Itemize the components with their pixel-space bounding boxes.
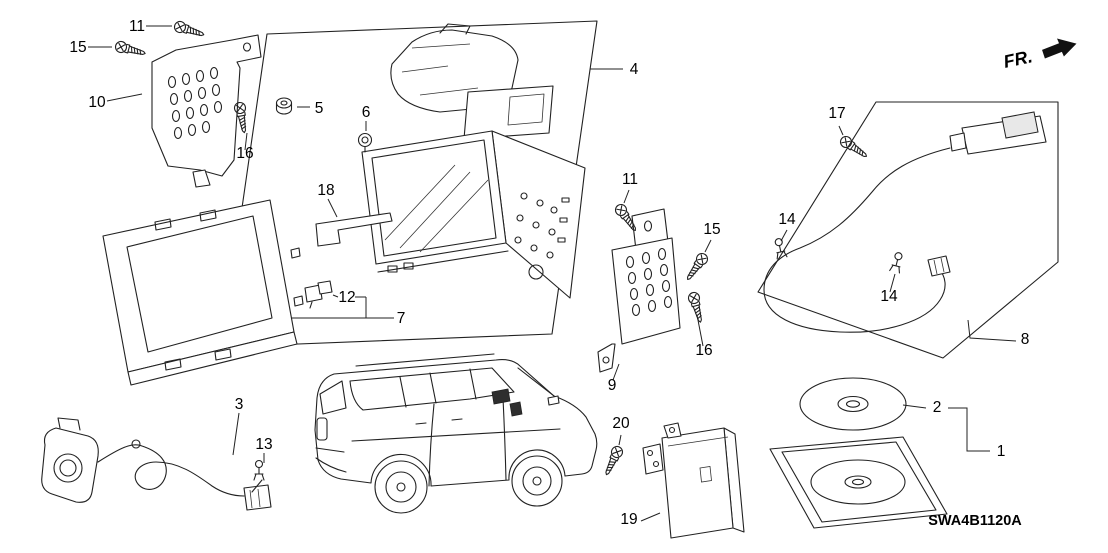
bracket-18 [315, 212, 393, 247]
grommet-6-icon [357, 132, 373, 153]
callout-8: 8 [1021, 331, 1030, 348]
fr-direction-indicator: FR. [1002, 38, 1077, 72]
fr-arrow-icon [1042, 38, 1077, 59]
callout-20: 20 [612, 415, 630, 432]
disc-case [769, 436, 948, 529]
callout-9: 9 [608, 377, 617, 394]
callout-5: 5 [315, 100, 324, 117]
callout-18: 18 [317, 182, 334, 199]
bolt-11-left-icon [172, 19, 207, 41]
callout-3: 3 [235, 396, 244, 413]
callout-16-right: 16 [695, 342, 712, 359]
callout-2: 2 [933, 399, 942, 416]
rear-camera-assembly [41, 417, 272, 511]
callout-6: 6 [362, 104, 371, 121]
callout-13: 13 [255, 436, 272, 453]
callout-11-right: 11 [622, 171, 638, 188]
screw-15-left-icon [113, 39, 148, 60]
diagram-code: SWA4B1120A [928, 513, 1022, 529]
screw-16-right-icon [686, 290, 707, 325]
display-bezel [102, 199, 304, 386]
callout-17: 17 [828, 105, 845, 122]
callout-11-left: 11 [129, 18, 145, 35]
nut-5-icon [275, 97, 293, 115]
connector-12 [304, 280, 333, 309]
callout-15-right: 15 [703, 221, 720, 238]
screw-15-right-icon [682, 250, 711, 284]
screw-20-icon [600, 444, 625, 478]
clip-13-icon [253, 459, 265, 481]
vehicle-illustration [314, 353, 598, 514]
callout-14-a: 14 [778, 211, 796, 228]
bracket-9 [597, 208, 681, 373]
clip-14-b-icon [889, 251, 905, 274]
instruction-card [463, 85, 554, 140]
bracket-10 [151, 34, 262, 188]
fr-label: FR. [1002, 46, 1035, 72]
callout-1: 1 [997, 443, 1006, 460]
callout-15-left: 15 [69, 39, 86, 56]
callout-4: 4 [630, 61, 639, 78]
callout-12: 12 [338, 289, 355, 306]
callout-7: 7 [397, 310, 406, 327]
callout-10: 10 [88, 94, 106, 111]
callout-16-left: 16 [236, 145, 253, 162]
gps-antenna-assembly [763, 111, 1047, 333]
navigation-unit [361, 130, 586, 299]
map-disc [799, 377, 907, 431]
control-module [642, 422, 745, 539]
leader-lines [88, 25, 1017, 522]
callout-14-b: 14 [880, 288, 898, 305]
callout-19: 19 [620, 511, 637, 528]
